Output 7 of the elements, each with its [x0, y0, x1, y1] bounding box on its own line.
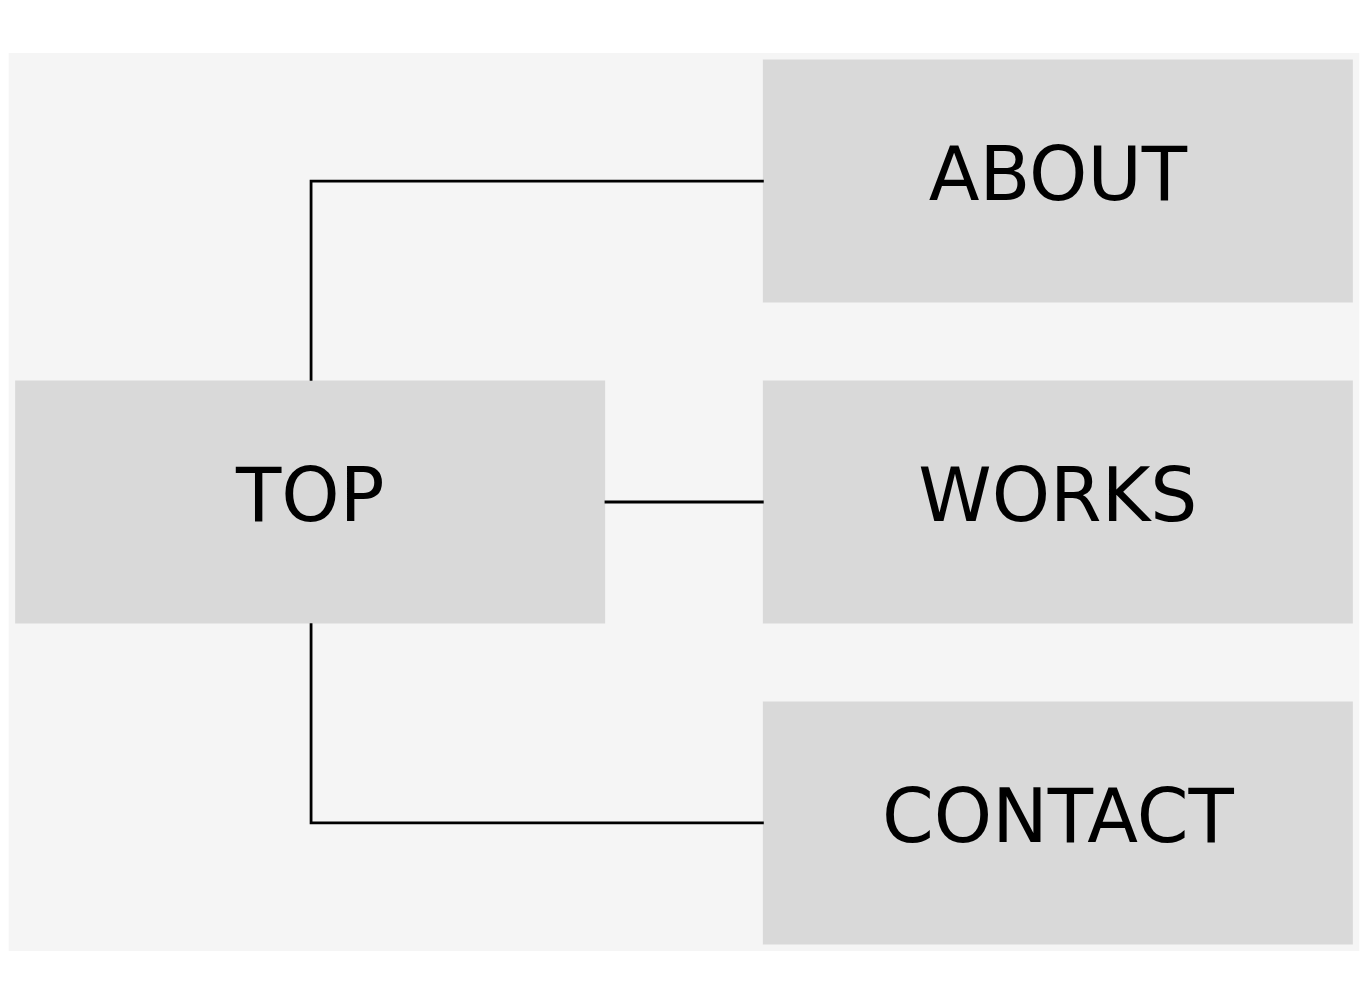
node-box: TOP [15, 380, 606, 624]
node-box: WORKS [762, 380, 1353, 624]
node-box: ABOUT [762, 59, 1353, 303]
node-box: CONTACT [762, 701, 1353, 945]
connector [309, 623, 764, 825]
connector [309, 179, 764, 381]
connector [604, 500, 764, 504]
